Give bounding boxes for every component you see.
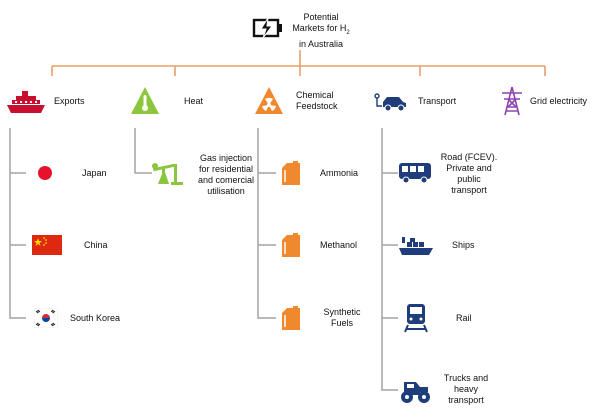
- pumpjack-icon: [152, 163, 183, 185]
- transport-item-ships: Ships: [452, 240, 475, 250]
- thermometer-icon: [131, 87, 159, 114]
- jerrycan-icon: [282, 161, 300, 185]
- root-title: Potential Markets for H2 in Australia: [292, 12, 350, 49]
- japan-flag-icon: [38, 166, 52, 180]
- exports-item-japan: Japan: [82, 168, 107, 178]
- south-korea-flag-icon: [34, 308, 58, 328]
- category-exports-label: Exports: [54, 96, 85, 106]
- train-icon: [404, 304, 428, 333]
- pylon-icon: [502, 86, 522, 116]
- china-flag-icon: [32, 235, 62, 255]
- cruise-ship-icon: [7, 91, 45, 113]
- category-heat-label: Heat: [184, 96, 204, 106]
- exports-item-south-korea: South Korea: [70, 313, 121, 323]
- transport-item-trucks: Trucks and heavy transport: [443, 373, 489, 405]
- car-plug-icon: [374, 93, 406, 112]
- exports-item-china: China: [84, 240, 108, 250]
- jerrycan-icon: [282, 306, 300, 330]
- transport-item-road: Road (FCEV). Private and public transpor…: [440, 152, 498, 195]
- heat-item-gas-injection: Gas injection for residential and comerc…: [197, 153, 255, 196]
- chemical-item-ammonia: Ammonia: [320, 168, 359, 178]
- category-chemical-label: Chemical Feedstock: [296, 90, 338, 111]
- transport-item-rail: Rail: [456, 313, 472, 323]
- category-grid-label: Grid electricity: [530, 96, 588, 106]
- monster-truck-icon: [401, 382, 430, 403]
- jerrycan-icon: [282, 233, 300, 257]
- chemical-item-methanol: Methanol: [320, 240, 358, 250]
- hazard-icon: [255, 87, 283, 114]
- chemical-item-synthetic-fuels: Synthetic Fuels: [323, 307, 361, 328]
- battery-charging-icon: [252, 17, 282, 39]
- bus-icon: [399, 163, 431, 184]
- category-transport-label: Transport: [418, 96, 457, 106]
- cargo-ship-icon: [399, 237, 433, 255]
